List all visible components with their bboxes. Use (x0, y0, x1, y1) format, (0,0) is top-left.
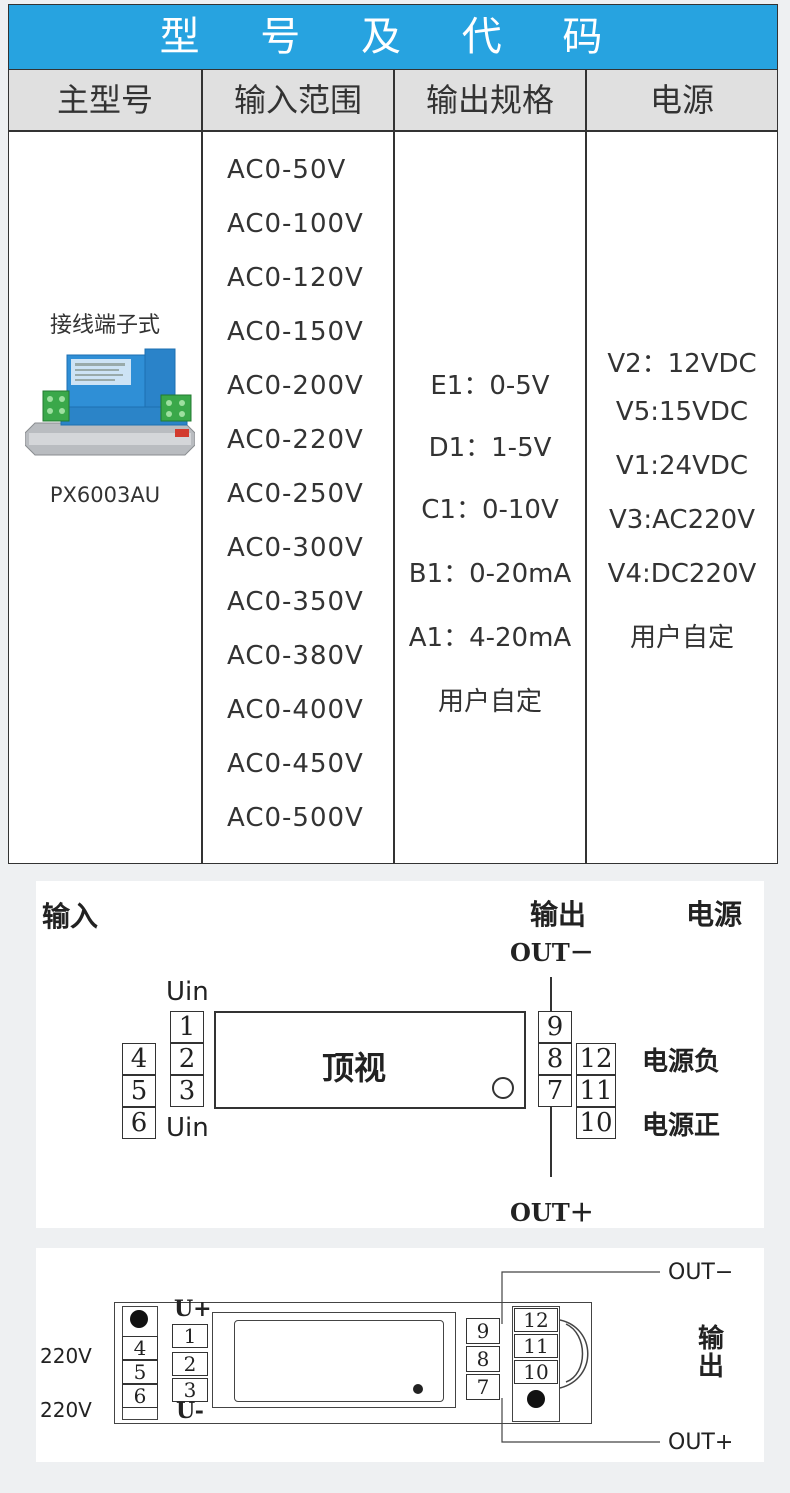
main-model-style: 接线端子式 (49, 313, 160, 338)
power-spec-item: V5:15VDC (615, 397, 749, 427)
terminal-4: 4 (122, 1043, 156, 1075)
input-label: 输入 (42, 900, 99, 933)
input-range-item: AC0-100V (227, 209, 364, 239)
terminal-10: 10 (576, 1107, 616, 1139)
device-body (214, 1011, 526, 1109)
header-output-spec: 输出规格 (425, 81, 554, 119)
input-range-item: AC0-250V (227, 479, 364, 509)
terminal-5: 5 (122, 1075, 156, 1107)
terminal-2: 2 (172, 1352, 208, 1376)
terminal-2: 2 (170, 1043, 204, 1075)
terminal-8: 8 (466, 1346, 500, 1372)
output-spec-item: E1：0-5V (430, 371, 550, 401)
input-range-item: AC0-50V (227, 155, 347, 185)
right-outer-terminal-block (512, 1306, 560, 1422)
output-spec-item: C1：0-10V (421, 495, 559, 525)
top-view-wiring-diagram: 输入 输出 电源 OUT－ Uin Uin 顶视 1 2 3 4 5 6 9 8… (36, 881, 764, 1228)
input-range-item: AC0-500V (227, 803, 364, 833)
terminal-12: 12 (514, 1308, 558, 1332)
terminal-7: 7 (466, 1374, 500, 1400)
product-image (25, 348, 195, 456)
power-label: 电源 (686, 898, 743, 931)
voltage-bottom-label: 220V (40, 1398, 92, 1422)
terminal-9: 9 (538, 1011, 572, 1043)
device-inner-frame (212, 1312, 456, 1408)
indicator-dot (413, 1384, 423, 1394)
terminal-1: 1 (170, 1011, 204, 1043)
power-spec-item: V4:DC220V (607, 559, 757, 589)
uin-bottom-label: Uin (166, 1113, 209, 1143)
orientation-mark (492, 1077, 514, 1099)
column-divider (585, 70, 587, 864)
output-label-line1: 输 (698, 1324, 725, 1354)
out-plus-label: OUT＋ (510, 1198, 594, 1227)
terminal-11: 11 (576, 1075, 616, 1107)
terminal-4: 4 (122, 1336, 158, 1360)
input-range-item: AC0-300V (227, 533, 364, 563)
power-negative-label: 电源负 (642, 1047, 721, 1077)
device-outline (114, 1302, 592, 1424)
u-minus-label: U- (176, 1398, 204, 1424)
terminal-12: 12 (576, 1043, 616, 1075)
column-divider (393, 70, 395, 864)
terminal-5: 5 (122, 1360, 158, 1384)
terminal-10: 10 (514, 1360, 558, 1384)
out-minus-label: OUT－ (510, 938, 594, 967)
u-plus-label: U+ (174, 1296, 212, 1322)
out-plus-label: OUT+ (668, 1430, 734, 1455)
terminal-7: 7 (538, 1075, 572, 1107)
output-spec-item: D1：1-5V (428, 433, 552, 463)
model-code-table: 型 号 及 代 码 主型号 输入范围 输出规格 电源 接线端子式 PX600 (8, 4, 778, 864)
output-spec-item: A1：4-20mA (408, 623, 572, 653)
terminal-9: 9 (466, 1318, 500, 1344)
power-spec-item: V3:AC220V (609, 505, 755, 535)
voltage-top-label: 220V (40, 1344, 92, 1368)
power-spec-item: 用户自定 (629, 623, 734, 653)
output-spec-item: 用户自定 (437, 687, 542, 717)
power-spec-item: V1:24VDC (615, 451, 749, 481)
output-spec-item: B1：0-20mA (408, 559, 572, 589)
input-range-item: AC0-220V (227, 425, 364, 455)
input-range-item: AC0-200V (227, 371, 364, 401)
side-wiring-diagram: 220V 220V 4 5 6 U+ 1 2 3 U- 9 8 7 12 11 … (36, 1248, 764, 1462)
device-window (234, 1320, 444, 1402)
input-range-item: AC0-350V (227, 587, 364, 617)
uin-top-label: Uin (166, 977, 209, 1007)
header-input-range: 输入范围 (233, 81, 362, 119)
table-title: 型 号 及 代 码 (9, 5, 777, 70)
output-label: 输出 (530, 898, 587, 931)
screw-icon (130, 1310, 148, 1328)
terminal-3: 3 (170, 1075, 204, 1107)
out-minus-label: OUT− (668, 1260, 734, 1285)
header-power: 电源 (649, 81, 714, 119)
power-spec-item: V2：12VDC (607, 349, 757, 379)
terminal-6: 6 (122, 1107, 156, 1139)
column-divider (201, 70, 203, 864)
main-model-code: PX6003AU (49, 483, 161, 507)
terminal-3: 3 (172, 1378, 208, 1402)
header-main-model: 主型号 (56, 81, 153, 119)
terminal-6: 6 (122, 1384, 158, 1408)
output-label-line2: 出 (698, 1352, 725, 1382)
top-view-label: 顶视 (322, 1049, 387, 1087)
input-range-item: AC0-400V (227, 695, 364, 725)
input-range-item: AC0-150V (227, 317, 364, 347)
power-positive-label: 电源正 (642, 1111, 721, 1141)
input-range-item: AC0-380V (227, 641, 364, 671)
terminal-11: 11 (514, 1334, 558, 1358)
terminal-1: 1 (172, 1324, 208, 1348)
terminal-8: 8 (538, 1043, 572, 1075)
output-leader-lines (501, 1271, 660, 1443)
screw-icon (527, 1390, 545, 1408)
input-range-item: AC0-120V (227, 263, 364, 293)
input-range-item: AC0-450V (227, 749, 364, 779)
